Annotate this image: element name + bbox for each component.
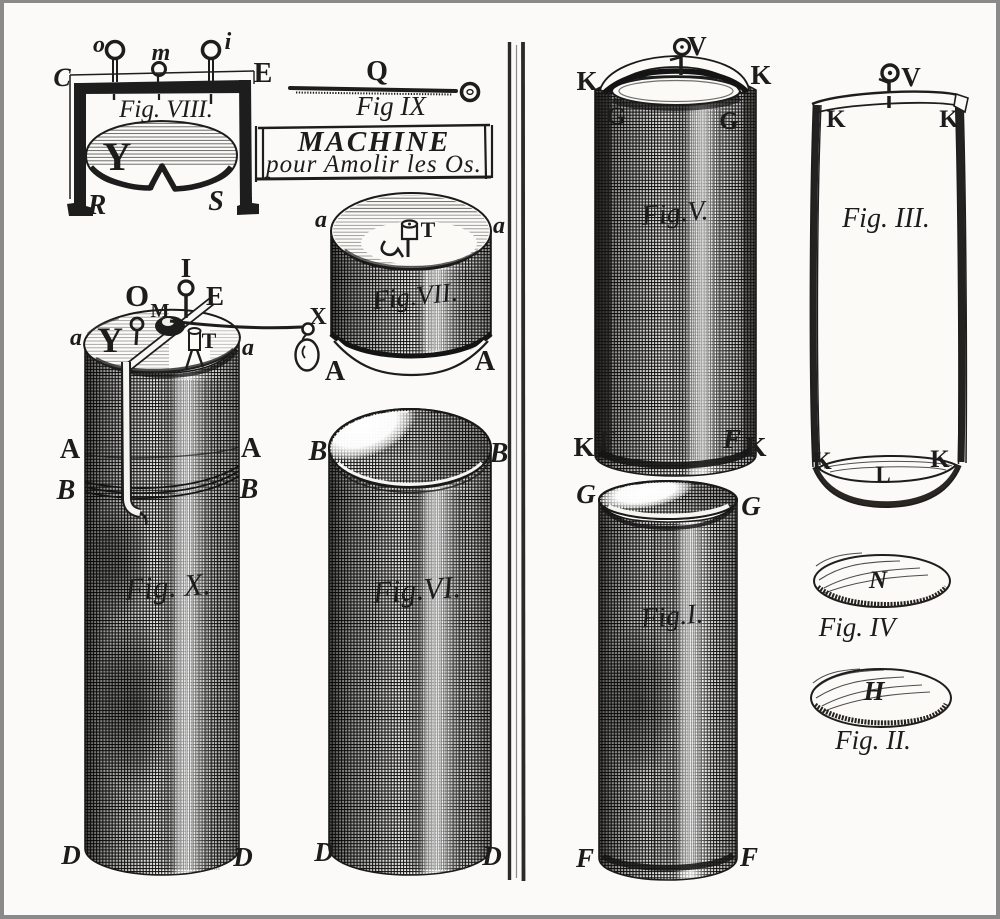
svg-text:Fig.I.: Fig.I. bbox=[639, 598, 705, 634]
svg-text:N: N bbox=[868, 567, 888, 594]
svg-text:G: G bbox=[719, 108, 738, 135]
svg-text:m: m bbox=[152, 40, 171, 66]
svg-text:M: M bbox=[151, 300, 170, 322]
svg-text:E: E bbox=[206, 281, 224, 311]
svg-text:a: a bbox=[315, 207, 327, 233]
svg-text:F: F bbox=[739, 842, 758, 872]
svg-text:pour Amolir les Os.: pour Amolir les Os. bbox=[264, 151, 482, 178]
svg-text:Fig. X.: Fig. X. bbox=[123, 566, 211, 607]
svg-text:K: K bbox=[745, 432, 766, 462]
svg-text:G: G bbox=[741, 491, 761, 521]
svg-text:A: A bbox=[241, 433, 262, 464]
svg-text:Y: Y bbox=[103, 134, 132, 179]
svg-text:K: K bbox=[573, 432, 594, 462]
svg-text:K: K bbox=[826, 106, 846, 133]
svg-text:Fig.VI.: Fig.VI. bbox=[371, 569, 462, 610]
svg-text:O: O bbox=[125, 278, 149, 313]
svg-text:F: F bbox=[575, 843, 594, 873]
svg-text:S: S bbox=[208, 186, 224, 217]
svg-text:L: L bbox=[875, 462, 890, 487]
svg-text:a: a bbox=[493, 213, 505, 239]
svg-text:Q: Q bbox=[366, 56, 388, 87]
svg-text:C: C bbox=[53, 63, 71, 92]
svg-text:K: K bbox=[750, 60, 771, 90]
svg-text:K: K bbox=[812, 448, 832, 475]
svg-text:F: F bbox=[597, 425, 616, 455]
svg-text:D: D bbox=[60, 840, 81, 870]
svg-text:V: V bbox=[901, 62, 921, 92]
svg-text:G: G bbox=[576, 479, 596, 509]
svg-text:D: D bbox=[232, 842, 253, 872]
svg-text:A: A bbox=[475, 346, 496, 377]
svg-text:I: I bbox=[181, 253, 192, 283]
svg-text:Fig IX: Fig IX bbox=[355, 91, 427, 121]
svg-text:F: F bbox=[722, 424, 741, 454]
svg-text:T: T bbox=[202, 328, 217, 353]
svg-text:Fig. III.: Fig. III. bbox=[841, 203, 930, 234]
svg-text:o: o bbox=[93, 32, 105, 58]
svg-text:i: i bbox=[225, 29, 232, 55]
svg-text:Fig. VIII.: Fig. VIII. bbox=[118, 96, 213, 123]
svg-text:T: T bbox=[421, 217, 436, 242]
svg-text:K: K bbox=[939, 106, 959, 133]
svg-text:X: X bbox=[309, 304, 327, 330]
svg-text:D: D bbox=[481, 841, 502, 871]
svg-text:R: R bbox=[87, 190, 107, 221]
svg-text:B: B bbox=[308, 436, 328, 467]
svg-text:D: D bbox=[313, 837, 334, 867]
svg-text:H: H bbox=[862, 676, 885, 706]
svg-text:Fig.V.: Fig.V. bbox=[640, 195, 710, 232]
svg-text:Y: Y bbox=[97, 320, 123, 360]
svg-text:V: V bbox=[687, 31, 707, 61]
svg-text:K: K bbox=[930, 446, 950, 473]
svg-text:a: a bbox=[242, 335, 254, 361]
svg-text:B: B bbox=[489, 438, 509, 469]
svg-text:A: A bbox=[60, 434, 81, 465]
svg-text:B: B bbox=[239, 474, 259, 505]
svg-text:Fig. IV: Fig. IV bbox=[818, 612, 899, 642]
svg-text:K: K bbox=[576, 66, 597, 96]
svg-text:Fig. II.: Fig. II. bbox=[834, 725, 911, 755]
svg-text:E: E bbox=[254, 58, 273, 89]
svg-text:G: G bbox=[606, 103, 625, 130]
svg-text:MACHINE: MACHINE bbox=[297, 126, 451, 158]
svg-text:A: A bbox=[325, 356, 346, 387]
svg-text:a: a bbox=[70, 325, 82, 351]
svg-text:B: B bbox=[56, 475, 76, 506]
